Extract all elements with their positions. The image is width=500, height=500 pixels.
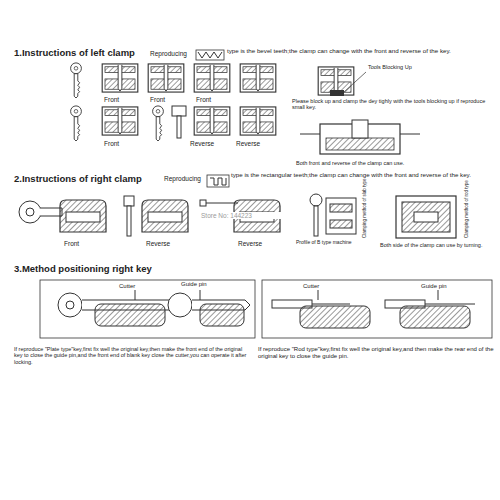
view-label: Front xyxy=(64,240,98,247)
vertical-note: Clamping method of slab type xyxy=(362,178,367,238)
view-label: Front xyxy=(104,140,138,147)
view-label: Front xyxy=(150,96,184,103)
part-label: Guide pin xyxy=(180,281,222,288)
view-label: Reverse xyxy=(146,240,186,247)
view-label: Reverse xyxy=(190,140,230,147)
section-heading: 1.Instructions of left clamp xyxy=(14,48,154,59)
instruction-text: Reproducing xyxy=(164,175,210,182)
note-text: Both front and reverse of the clamp can … xyxy=(296,160,476,166)
note-text: Both side of the clamp can use by turnin… xyxy=(380,242,496,248)
note-text: Please block up and clamp the dey tighly… xyxy=(292,98,492,111)
note-text: If reproduce "Rod type"key,first fix wel… xyxy=(258,346,494,360)
watermark: Store No: 144223 xyxy=(200,212,282,219)
instruction-text: type is the rectangular teeth;the clamp … xyxy=(231,171,497,178)
vertical-note: Clamping method of rod type xyxy=(464,180,469,238)
view-label: Front xyxy=(104,96,138,103)
part-label: Cutter xyxy=(302,283,334,290)
view-label: Reverse xyxy=(236,140,276,147)
note-text: Profile of B type machine xyxy=(296,240,366,246)
part-label: Tools Blocking Up xyxy=(368,64,458,70)
note-text: If reproduce "Plate type"key,first fix w… xyxy=(14,346,250,365)
part-label: Guide pin xyxy=(420,283,462,290)
view-label: Front xyxy=(196,96,230,103)
section-heading: 3.Method positioning right key xyxy=(14,264,184,275)
section-heading: 2.Instructions of right clamp xyxy=(14,174,164,185)
instruction-text: Reproducing xyxy=(150,50,196,57)
part-label: Cutter xyxy=(118,283,150,290)
instruction-text: type is the bevel teeth;the clamp can ch… xyxy=(227,47,497,54)
view-label: Reverse xyxy=(238,240,278,247)
